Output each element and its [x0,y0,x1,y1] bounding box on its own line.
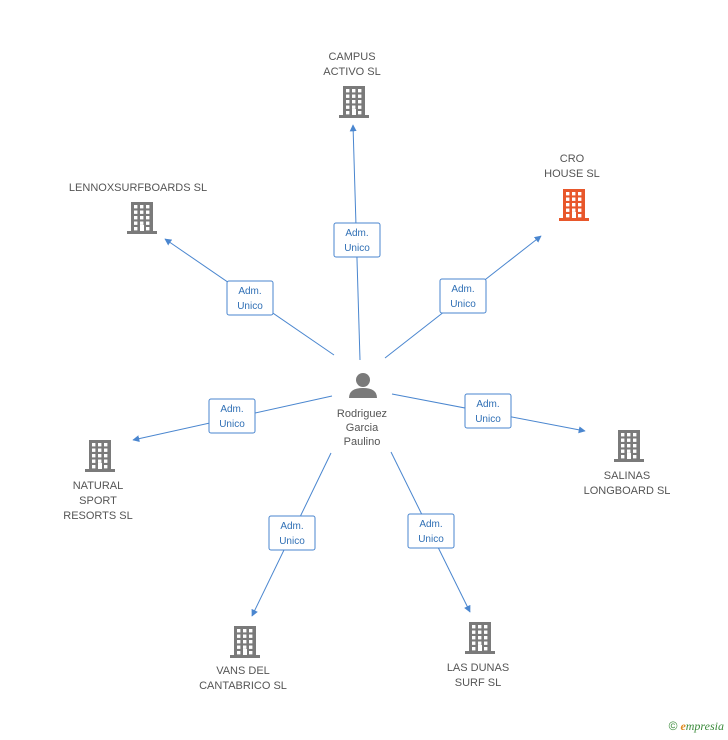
edge-label-line: Adm. [238,286,261,297]
company-node-salinas[interactable]: SALINAS LONGBOARD SL [584,430,671,497]
company-label-line: CANTABRICO SL [199,680,287,692]
edge-label-campus[interactable]: Adm. Unico [333,222,381,258]
edge-label-cro[interactable]: Adm. Unico [439,278,487,314]
center-label-line: Garcia [346,422,379,434]
company-label-line: SPORT [79,495,117,507]
company-label-line: LONGBOARD SL [584,485,671,497]
company-node-natural[interactable]: NATURAL SPORT RESORTS SL [63,440,133,522]
building-icon [465,622,495,654]
edge-label-line: Unico [475,414,501,425]
edges-layer: Adm.UnicoAdm.UnicoAdm.UnicoAdm.UnicoAdm.… [132,124,586,617]
company-node-vans[interactable]: VANS DEL CANTABRICO SL [199,626,287,692]
edge-label-salinas[interactable]: Adm. Unico [464,393,512,429]
edge-label-line: Adm. [451,284,474,295]
edge-label-lennox[interactable]: Adm. Unico [226,280,274,316]
center-label-line: Paulino [344,436,381,448]
building-icon [230,626,260,658]
edge-label-line: Adm. [419,519,442,530]
company-label-line: VANS DEL [216,665,270,677]
company-node-cro[interactable]: CRO HOUSE SL [544,153,600,221]
edge-label-line: Adm. [476,399,499,410]
edge-label-lasdunas[interactable]: Adm. Unico [407,513,455,549]
company-label-line: NATURAL [73,480,124,492]
brand-name: mpresia [685,719,724,733]
building-icon [127,202,157,234]
company-node-lennox[interactable]: LENNOXSURFBOARDS SL [69,182,207,234]
company-label-line: RESORTS SL [63,510,133,522]
company-label-line: ACTIVO SL [323,66,380,78]
edge-label-line: Adm. [280,521,303,532]
person-icon [349,373,377,398]
company-label-line: LENNOXSURFBOARDS SL [69,182,207,194]
edge-label-line: Adm. [345,228,368,239]
building-icon [559,189,589,221]
building-icon [85,440,115,472]
company-label-line: HOUSE SL [544,168,600,180]
edge-label-vans[interactable]: Adm. Unico [268,515,316,551]
nodes-layer: CAMPUS ACTIVO SL CRO HOUSE SL LENNOXSURFBOAR… [63,51,670,692]
company-node-lasdunas[interactable]: LAS DUNAS SURF SL [447,622,509,689]
brand-initial: e [680,719,686,733]
building-icon [339,86,369,118]
edge-label-line: Adm. [220,404,243,415]
edge-label-line: Unico [418,534,444,545]
company-label-line: LAS DUNAS [447,662,509,674]
edge-label-line: Unico [344,243,370,254]
edge-label-line: Unico [219,419,245,430]
edge-label-line: Unico [450,299,476,310]
center-label-line: Rodriguez [337,408,387,420]
copyright-icon: © [668,719,678,733]
edge-label-line: Unico [237,301,263,312]
company-node-campus[interactable]: CAMPUS ACTIVO SL [323,51,381,118]
company-label-line: SURF SL [455,677,501,689]
brand-footer[interactable]: ©empresia [669,719,724,734]
company-label-line: SALINAS [604,470,650,482]
company-label-line: CAMPUS [328,51,375,63]
edge-label-natural[interactable]: Adm. Unico [208,398,256,434]
edge-label-line: Unico [279,536,305,547]
company-label-line: CRO [560,153,585,165]
building-icon [614,430,644,462]
